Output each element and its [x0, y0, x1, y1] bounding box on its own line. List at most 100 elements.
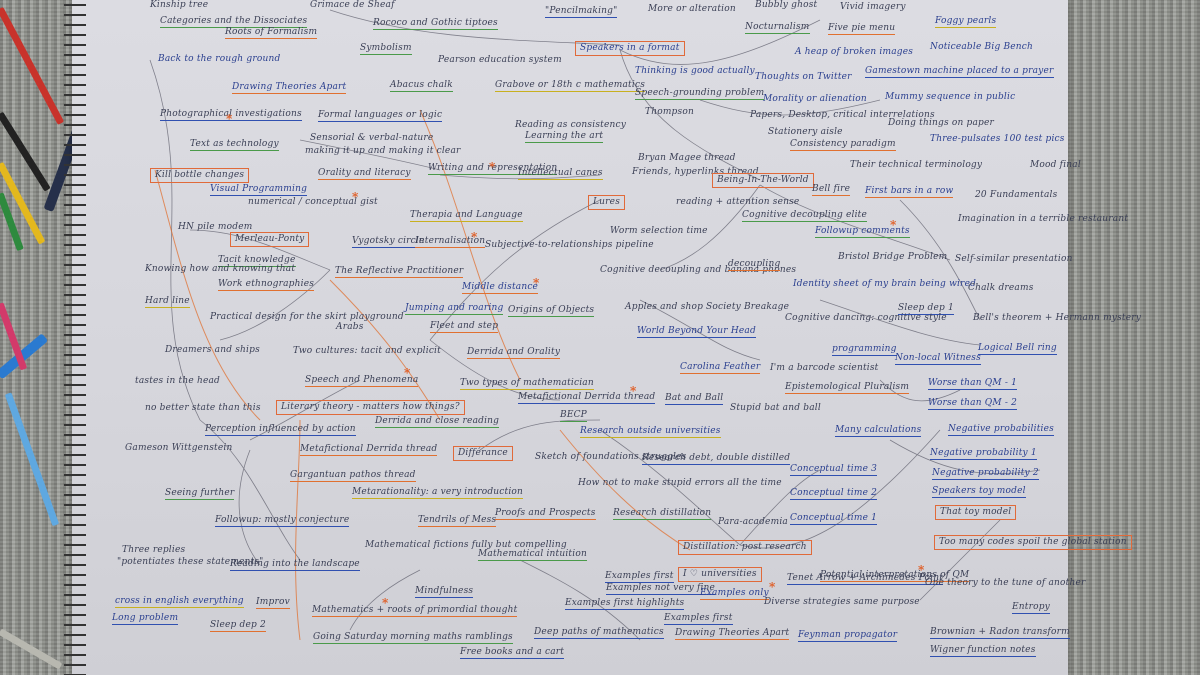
- mind-map-note: Practical design for the skirt playgroun…: [210, 312, 404, 322]
- mind-map-note-boxed: Too many codes spoil the global station: [934, 535, 1132, 550]
- mind-map-note-boxed: Merleau-Ponty: [230, 232, 310, 247]
- mind-map-note: Metafictional Derrida thread: [300, 444, 438, 456]
- mind-map-note: tastes in the head: [135, 376, 221, 386]
- mind-map-note: Knowing how and knowing that: [145, 264, 296, 274]
- mind-map-note: Three-pulsates 100 test pics: [930, 134, 1065, 144]
- mind-map-note: Apples and shop: [625, 302, 704, 312]
- mind-map-note: HN pile modem: [178, 222, 253, 232]
- mind-map-note-boxed: That toy model: [935, 505, 1017, 520]
- mind-map-note: Speech-grounding problem: [635, 88, 765, 100]
- mind-map-note: First bars in a row: [865, 186, 954, 198]
- mind-map-note-boxed: I ♡ universities: [678, 567, 762, 582]
- mind-map-note: Identity sheet of my brain being wired: [793, 279, 977, 289]
- star-mark: *: [533, 276, 540, 290]
- mind-map-note: Society Breakage: [706, 302, 790, 312]
- mind-map-note: Jumping and roaring: [405, 303, 504, 315]
- mind-map-note: Cognitive dancing: cognitive style: [785, 313, 947, 323]
- mind-map-note: 20 Fundamentals: [975, 190, 1058, 200]
- mind-map-note: Two types of mathematician: [460, 378, 594, 390]
- mind-map-note: Gameson Wittgenstein: [125, 443, 233, 453]
- mind-map-note: Potential interpretations of QM: [820, 570, 970, 582]
- mind-map-note: Pearson education system: [438, 55, 562, 65]
- mind-map-note: Doing things on paper: [888, 118, 995, 128]
- star-mark: *: [918, 563, 925, 577]
- mind-map-note: decoupling: [728, 259, 781, 271]
- mind-map-note: Sketch of foundations struggles: [535, 452, 687, 462]
- mind-map-note: Fleet and step: [430, 321, 499, 333]
- mind-map-note: Noticeable Big Bench: [930, 42, 1034, 52]
- star-mark: *: [890, 218, 897, 232]
- mind-map-note: Grabove or 18th c mathematics: [495, 80, 646, 92]
- mind-map-note: numerical / conceptual gist: [248, 197, 378, 207]
- mind-map-note: Photographical investigations: [160, 109, 302, 121]
- mind-map-note: "Pencilmaking": [545, 6, 618, 18]
- mind-map-note: Cognitive decoupling and banana phones: [600, 265, 797, 275]
- mind-map-note: Research distillation: [613, 508, 712, 520]
- mind-map-note: Para-academia: [718, 517, 788, 527]
- mind-map-note: World Beyond Your Head: [637, 326, 756, 338]
- star-mark: *: [404, 366, 411, 380]
- mind-map-note: Writing and representation: [428, 163, 558, 175]
- mind-map-note: Roots of Formalism: [225, 27, 318, 39]
- star-mark: *: [769, 580, 776, 594]
- mind-map-note: Bat and Ball: [665, 393, 724, 405]
- mind-map-note: More or alteration: [648, 4, 736, 14]
- mind-map-note: Conceptual time 1: [790, 513, 878, 525]
- mind-map-note: Drawing Theories Apart: [232, 82, 347, 94]
- mind-map-note: Dreamers and ships: [165, 345, 260, 355]
- mind-map-note: Followup: mostly conjecture: [215, 515, 350, 527]
- mind-map-note: Mathematical fictions fully but compelli…: [365, 540, 567, 550]
- spiral-binding: [64, 0, 86, 675]
- mind-map-note: Consistency paradigm: [790, 139, 896, 151]
- mind-map-note: Negative probability 1: [930, 448, 1037, 460]
- mind-map-note: Sleep dep 1: [898, 303, 954, 315]
- star-mark: *: [226, 112, 233, 126]
- mind-map-note: Negative probabilities: [948, 424, 1054, 436]
- mind-map-note: Three replies: [122, 545, 186, 555]
- mind-map-note: Kinship tree: [150, 0, 209, 10]
- mind-map-note: "potentiates these statements": [117, 557, 264, 567]
- mind-map-note: Symbolism: [360, 43, 412, 55]
- mind-map-note: Therapia and Language: [410, 210, 523, 222]
- mind-map-note: Origins of Objects: [508, 305, 595, 317]
- mind-map-note: Learning the art: [525, 131, 604, 143]
- mind-map-note: Proofs and Prospects: [495, 508, 596, 520]
- mind-map-note: Long problem: [112, 613, 179, 625]
- mind-map-note: Followup comments: [815, 226, 910, 238]
- mind-map-note: Morality or alienation: [763, 94, 867, 104]
- mind-map-note: Intellectual canes: [518, 168, 603, 180]
- mind-map-note: Visual Programming: [210, 184, 308, 196]
- mind-map-note: Worm selection time: [610, 226, 708, 236]
- mind-map-note: Formal languages or logic: [318, 110, 443, 122]
- mind-map-note: Perception influenced by action: [205, 424, 356, 436]
- sketchbook-page: [72, 0, 1068, 675]
- mind-map-note: Friends, hyperlinks thread: [632, 167, 759, 177]
- mind-map-note: Logical Bell ring: [978, 343, 1057, 355]
- mind-map-note: Subjective-to-relationships pipeline: [485, 240, 654, 250]
- mind-map-note: Five pie menu: [828, 23, 896, 35]
- mind-map-note: Free books and a cart: [460, 647, 565, 659]
- mind-map-note: Hard line: [145, 296, 190, 308]
- mind-map-note: Rococo and Gothic tiptoes: [373, 18, 498, 30]
- mind-map-note: Bubbly ghost: [755, 0, 818, 10]
- mind-map-note: Speakers toy model: [932, 486, 1026, 498]
- star-mark: *: [382, 596, 389, 610]
- mind-map-note: Worse than QM - 1: [928, 378, 1018, 390]
- mind-map-note: One theory to the tune of another: [925, 578, 1086, 588]
- mind-map-note: Abacus chalk: [390, 80, 453, 92]
- mind-map-note: Carolina Feather: [680, 362, 761, 374]
- mind-map-note: Deep paths of mathematics: [534, 627, 664, 639]
- mind-map-note: Gamestown machine placed to a prayer: [865, 66, 1054, 78]
- mind-map-note-boxed: Kill bottle changes: [150, 168, 250, 183]
- mind-map-note: Arabs: [336, 322, 364, 332]
- mind-map-note: Examples only: [700, 588, 769, 600]
- mind-map-note: Examples not very fine: [606, 583, 716, 595]
- mind-map-note: Diverse strategies same purpose: [764, 597, 920, 607]
- mind-map-note: Non-local Witness: [895, 353, 981, 365]
- mind-map-note: Reading into the landscape: [230, 559, 360, 571]
- mind-map-note: Nocturnalism: [745, 22, 810, 34]
- mind-map-note: Middle distance: [462, 282, 539, 294]
- mind-map-note: Sensorial & verbal-nature: [310, 133, 434, 143]
- mind-map-note: Stupid bat and ball: [730, 403, 821, 413]
- mind-map-note: Many calculations: [835, 425, 922, 437]
